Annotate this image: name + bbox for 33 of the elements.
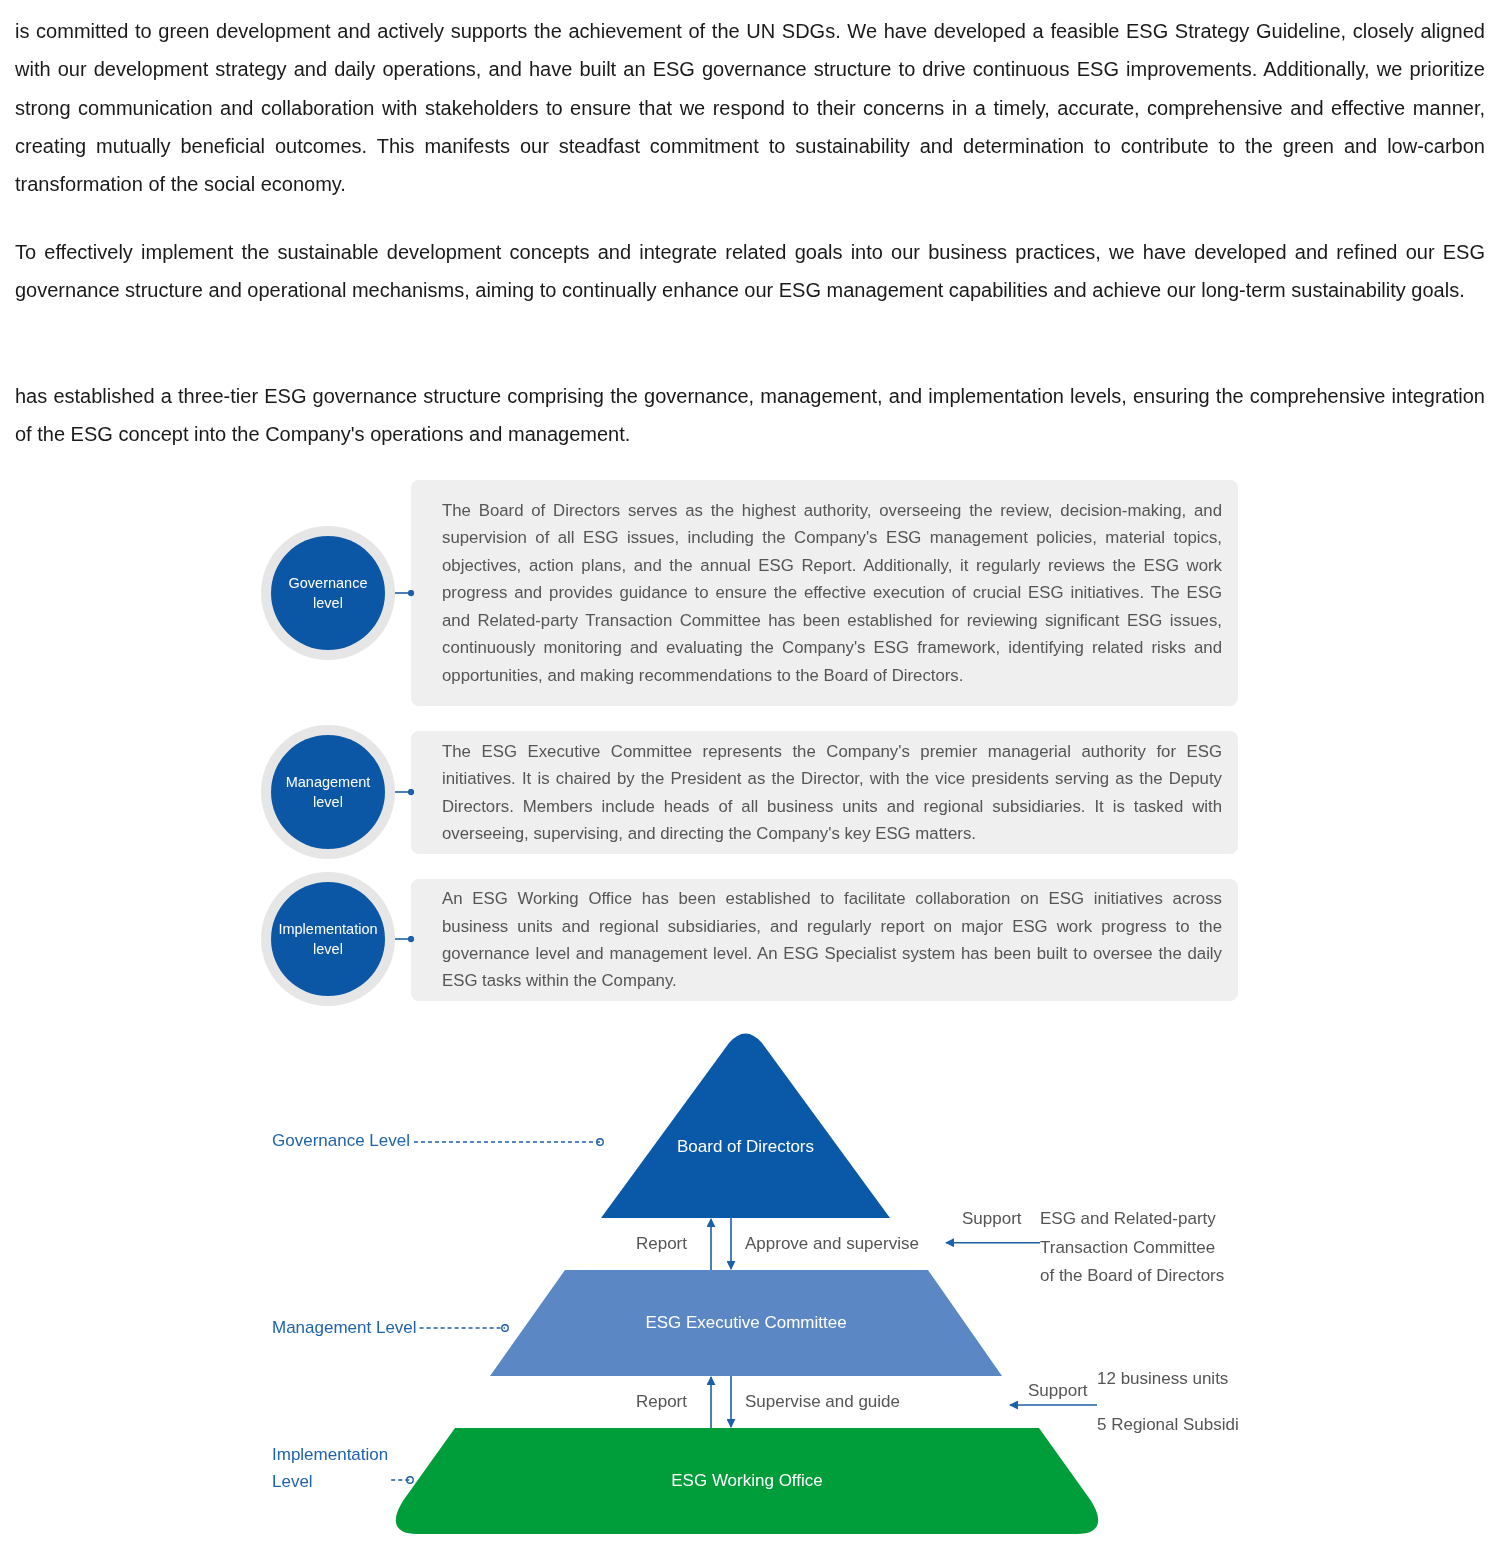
annotation-text: 12 business units — [1097, 1368, 1229, 1390]
description-panel — [411, 879, 1238, 1001]
arrow — [945, 1238, 1041, 1248]
description-text: An ESG Working Office has been established to facilitate collaboration on ESG initiatives across business units and regional subsidiaries, and regularly report on major ESG work progress to the governance level and management level. An ESG Specialist system has been built to oversee the daily ESG tasks within the Company. — [442, 888, 1222, 993]
connector-line — [394, 935, 415, 943]
body-paragraph: To effectively implement the sustainable development concepts and integrate related goals into our business practices, we have developed and refined our ESG governance structure and operational mechanisms, aiming to continually enhance our ESG management capabilities and achieve our long-term sustainability goals. — [15, 240, 1485, 304]
tier-label: Board of Directors — [677, 1136, 814, 1158]
description-panel — [411, 480, 1238, 706]
body-paragraph: is committed to green development and actively supports the achievement of the UN SDGs. We have developed a feasible ESG Strategy Guideline, closely aligned with our development strategy and daily operations, and have built an ESG governance structure to drive continuous ESG improvements. Additionally, we prioritize strong communication and collaboration with stakeholders to ensure that we respond to their concerns in a timely, accurate, comprehensive and effective manner, creating mutually beneficial outcomes. This manifests our steadfast commitment to sustainability and determination to contribute to the green and low-carbon transformation of the social economy. — [15, 19, 1485, 198]
leader-line — [418, 1324, 509, 1332]
description-text: The ESG Executive Committee represents the Company's premier managerial authority for ESG initiatives. It is chaired by the President as the Director, with the vice presidents serving as the Deputy Directors. Members include heads of all business units and regional subsidiaries. It is tasked with overseeing, supervising, and directing the Company's key ESG matters. — [442, 740, 1222, 845]
body-paragraph: has established a three-tier ESG governance structure comprising the governance, management, and implementation levels, ensuring the comprehensive integration of the ESG concept into the Company's operations and management. — [15, 384, 1485, 448]
arrow — [706, 1376, 716, 1429]
connector-line — [394, 589, 415, 597]
connector-line — [394, 788, 415, 796]
level-caption: Management Level — [272, 1315, 417, 1341]
circle-label: Governance level — [288, 574, 368, 613]
tier-label: ESG Executive Committee — [645, 1312, 847, 1334]
level-caption: Implementation Level — [272, 1441, 389, 1495]
leader-line — [413, 1138, 604, 1146]
leader-line — [390, 1476, 414, 1484]
arrow — [726, 1375, 736, 1428]
description-text: The Board of Directors serves as the highest authority, overseeing the review, decision-making, and supervision of all ESG issues, including the Company's ESG management policies, material topics, objectives, action plans, and the annual ESG Report. Additionally, it regularly reviews the ESG work progress and provides guidance to ensure the effective execution of crucial ESG initiatives. The ESG and Related-party Transaction Committee has been established for reviewing significant ESG issues, continuously monitoring and evaluating the Company's ESG framework, identifying related risks and opportunities, and making recommendations to the Board of Directors. — [442, 500, 1222, 687]
arrow — [706, 1218, 716, 1271]
level-caption: Governance Level — [272, 1128, 410, 1154]
tier-label: ESG Working Office — [671, 1470, 823, 1492]
description-panel — [411, 731, 1238, 854]
annotation-text: 5 Regional Subsidi — [1097, 1414, 1239, 1436]
annotation-text: ESG and Related-party Transaction Committee of the Board of Directors — [1040, 1205, 1230, 1291]
arrow — [1009, 1400, 1098, 1410]
circle-label: Management level — [285, 773, 371, 812]
circle-label: Implementation level — [278, 920, 378, 959]
arrow — [726, 1217, 736, 1270]
